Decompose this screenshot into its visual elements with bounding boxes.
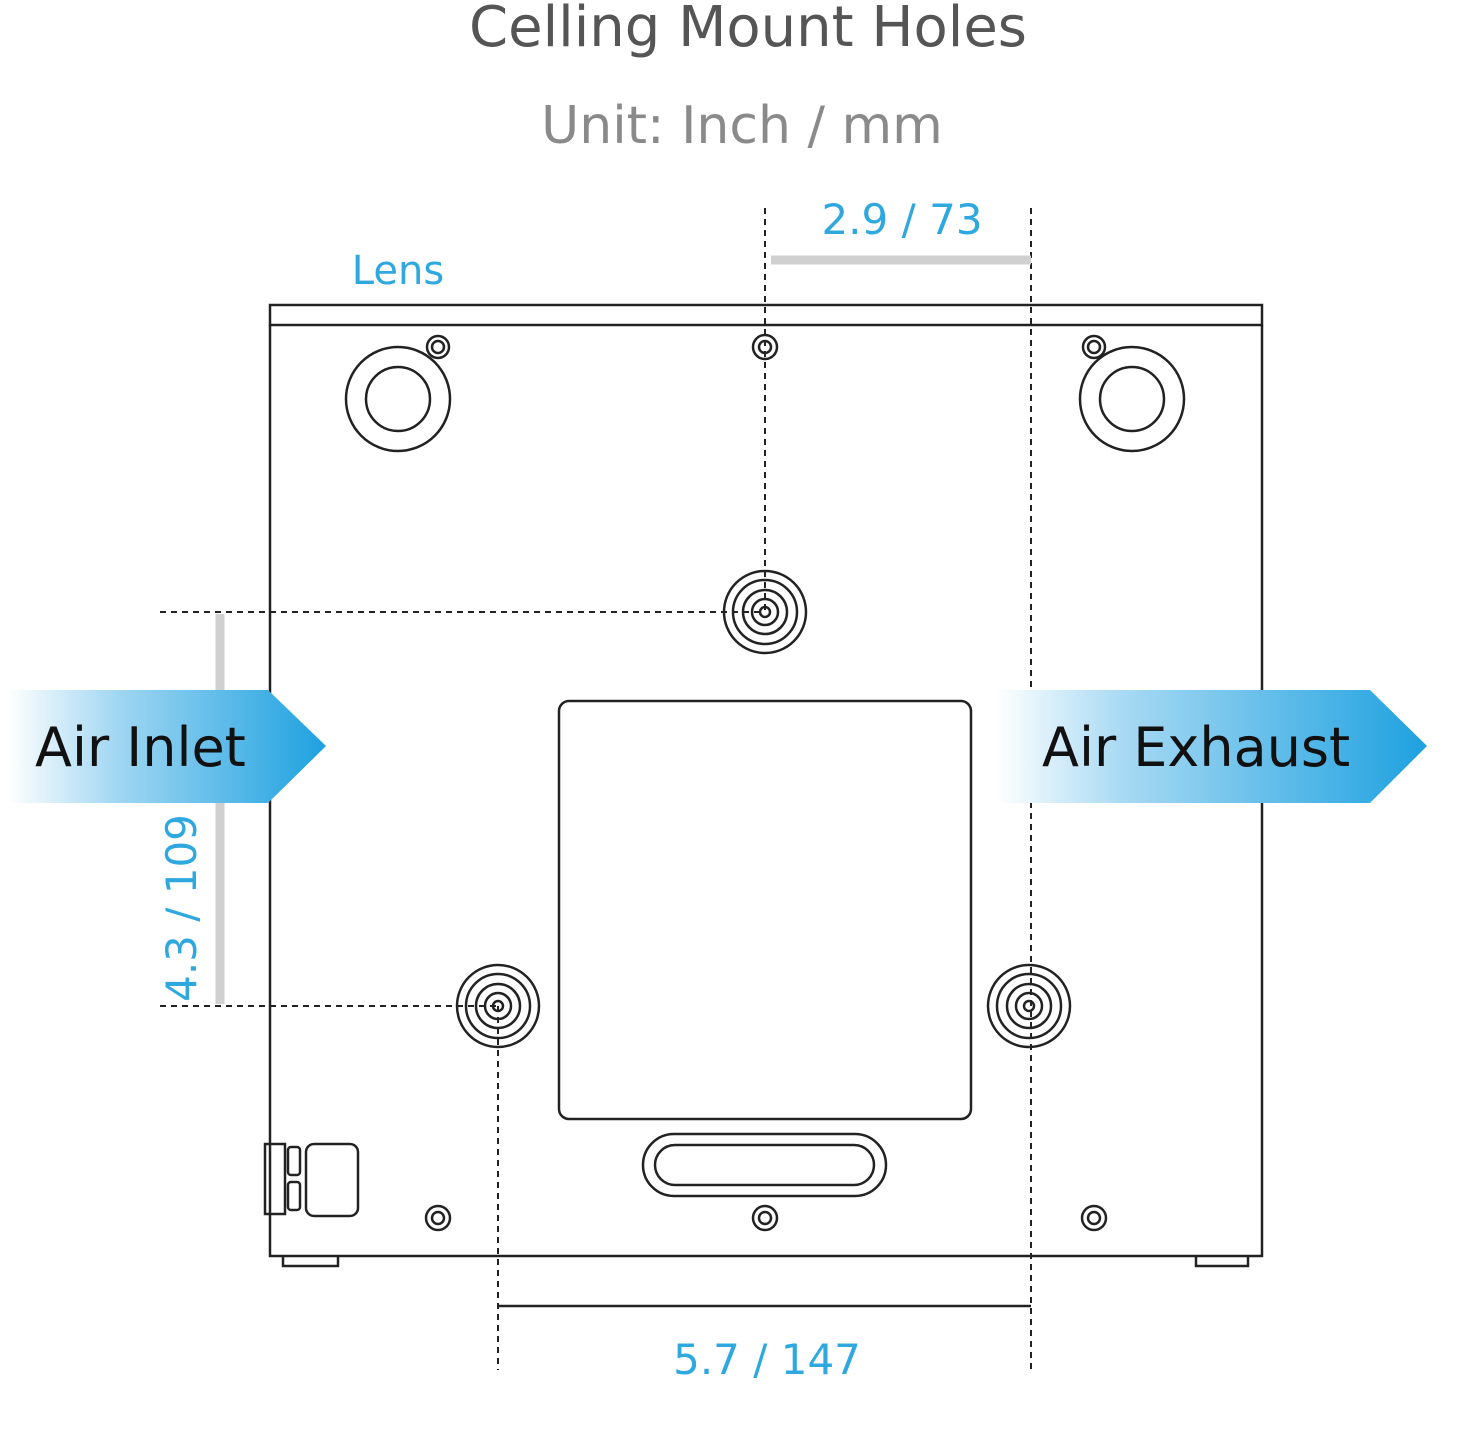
lens-label: Lens	[352, 248, 444, 294]
foot-left	[344, 334, 452, 453]
unit-label: Unit: Inch / mm	[541, 96, 943, 156]
air-inlet-label: Air Inlet	[35, 716, 246, 779]
handle-slot	[641, 1132, 888, 1198]
diagram-title: Celling Mount Holes	[469, 0, 1027, 60]
center-panel	[557, 699, 973, 1121]
screw-bottom-right	[1080, 1204, 1108, 1232]
dimension-bottom: 5.7 / 147	[498, 1304, 1031, 1384]
side-port	[263, 1142, 360, 1218]
screw-bottom-left	[424, 1204, 452, 1232]
dimension-side: 4.3 / 109	[157, 614, 225, 1004]
screw-bottom-center	[751, 1204, 779, 1232]
dimension-top: 2.9 / 73	[771, 195, 1031, 265]
guide-lines	[160, 208, 1032, 1370]
air-exhaust-arrow: Air Exhaust	[996, 690, 1427, 803]
dimension-side-label: 4.3 / 109	[157, 814, 206, 1002]
foot-right	[1078, 334, 1186, 453]
mount-hole-bottom-right	[986, 963, 1072, 1049]
dimension-top-label: 2.9 / 73	[821, 195, 982, 244]
dimension-bottom-label: 5.7 / 147	[673, 1335, 861, 1384]
air-inlet-arrow: Air Inlet	[8, 690, 326, 803]
air-exhaust-label: Air Exhaust	[1042, 716, 1350, 779]
